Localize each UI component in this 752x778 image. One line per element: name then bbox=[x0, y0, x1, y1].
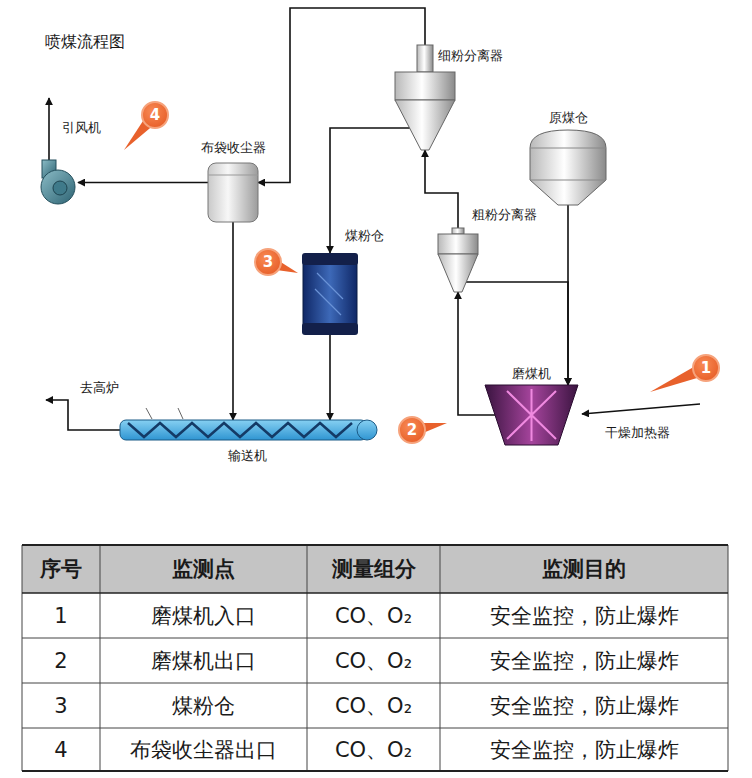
component-label: 细粉分离器 bbox=[438, 48, 503, 64]
diagram-title: 喷煤流程图 bbox=[45, 32, 125, 52]
exhaust-arrow bbox=[48, 98, 50, 160]
table-rule bbox=[22, 770, 728, 772]
shape bbox=[303, 253, 357, 335]
table-cell: 布袋收尘器出口 bbox=[102, 730, 305, 769]
mill-cross bbox=[507, 389, 556, 441]
shape bbox=[208, 163, 258, 222]
flow-pipe bbox=[466, 282, 568, 385]
separator-body bbox=[395, 72, 455, 100]
table-cell: 煤粉仓 bbox=[102, 685, 305, 726]
fan-housing bbox=[41, 170, 75, 204]
shape bbox=[36, 160, 78, 205]
shape bbox=[438, 228, 478, 292]
table-cell: 安全监控，防止爆炸 bbox=[442, 685, 726, 726]
table-header: 监测目的 bbox=[442, 547, 726, 591]
bin-body bbox=[530, 130, 606, 205]
table-header: 监测点 bbox=[102, 547, 305, 591]
table-cell: 磨煤机入口 bbox=[102, 595, 305, 636]
separator-outlet bbox=[452, 228, 464, 234]
bag-body bbox=[208, 163, 258, 222]
table-cell: CO、O₂ bbox=[309, 640, 438, 681]
coarse-separator: 粗粉分离器 bbox=[438, 228, 478, 292]
conveyor-tick bbox=[178, 408, 183, 419]
mill-body bbox=[485, 385, 578, 445]
table-rule bbox=[22, 592, 728, 594]
bin-seam bbox=[530, 148, 606, 149]
table-cell: 安全监控，防止爆炸 bbox=[442, 595, 726, 636]
separator-cone bbox=[438, 254, 478, 292]
conveyor-tick bbox=[146, 408, 152, 419]
component-label: 引风机 bbox=[62, 120, 101, 136]
bin-cap bbox=[302, 253, 358, 265]
heater-arrow bbox=[582, 404, 700, 414]
destination-label: 去高炉 bbox=[80, 380, 119, 396]
table-cell: CO、O₂ bbox=[309, 685, 438, 726]
callout-number: 4 bbox=[141, 101, 169, 129]
table-cell: 磨煤机出口 bbox=[102, 640, 305, 681]
raw-coal-bin: 原煤仓 bbox=[530, 128, 606, 205]
table-cell: CO、O₂ bbox=[309, 595, 438, 636]
bin-shine bbox=[315, 273, 343, 315]
conveyor-end bbox=[357, 420, 377, 440]
flow-pipe bbox=[425, 150, 458, 228]
table-header-bg bbox=[22, 545, 728, 593]
bin-body bbox=[303, 259, 357, 329]
shape bbox=[485, 385, 578, 445]
fan-hub bbox=[53, 181, 67, 195]
component-label: 煤粉仓 bbox=[345, 228, 384, 244]
flow-pipe bbox=[78, 182, 208, 184]
fine-separator: 细粉分离器 bbox=[395, 45, 455, 150]
component-label: 磨煤机 bbox=[512, 366, 551, 382]
flow-pipe bbox=[329, 335, 331, 420]
component-label: 原煤仓 bbox=[549, 110, 588, 126]
table-header: 测量组分 bbox=[309, 547, 438, 591]
callout-number: 3 bbox=[254, 248, 282, 276]
table-cell: 3 bbox=[24, 685, 98, 726]
coal-powder-bin: 煤粉仓 bbox=[303, 253, 357, 335]
separator-outlet bbox=[417, 45, 433, 72]
table-cell: 1 bbox=[24, 595, 98, 636]
bin-seam bbox=[530, 180, 606, 181]
table-cell: CO、O₂ bbox=[309, 730, 438, 769]
shape bbox=[120, 420, 375, 440]
table-rule bbox=[22, 544, 728, 546]
table-cell: 安全监控，防止爆炸 bbox=[442, 640, 726, 681]
induced-fan: 引风机 bbox=[36, 160, 78, 205]
table-cell: 4 bbox=[24, 730, 98, 769]
separator-cone bbox=[395, 100, 455, 150]
table-header: 序号 bbox=[24, 547, 98, 591]
furnace-arrow bbox=[46, 400, 120, 430]
heater-label: 干燥加热器 bbox=[605, 425, 670, 441]
callout-number: 2 bbox=[398, 416, 426, 444]
conveyor-body bbox=[120, 420, 367, 440]
separator-body bbox=[438, 234, 478, 254]
shape bbox=[530, 128, 606, 205]
table-cell: 2 bbox=[24, 640, 98, 681]
conveyor-screw bbox=[128, 423, 352, 437]
bag-filter: 布袋收尘器 bbox=[208, 163, 258, 222]
table-grid bbox=[22, 545, 728, 771]
bag-seam bbox=[208, 175, 258, 176]
flow-pipe bbox=[330, 128, 410, 253]
component-label: 输送机 bbox=[228, 448, 267, 464]
component-label: 粗粉分离器 bbox=[472, 207, 537, 223]
coal-mill: 磨煤机 bbox=[485, 385, 578, 445]
table-cell: 安全监控，防止爆炸 bbox=[442, 730, 726, 769]
bin-cap bbox=[302, 323, 358, 335]
flow-pipe bbox=[232, 222, 234, 420]
callout-number: 1 bbox=[692, 354, 720, 382]
component-label: 布袋收尘器 bbox=[201, 140, 266, 156]
conveyor: 输送机 bbox=[120, 420, 375, 440]
